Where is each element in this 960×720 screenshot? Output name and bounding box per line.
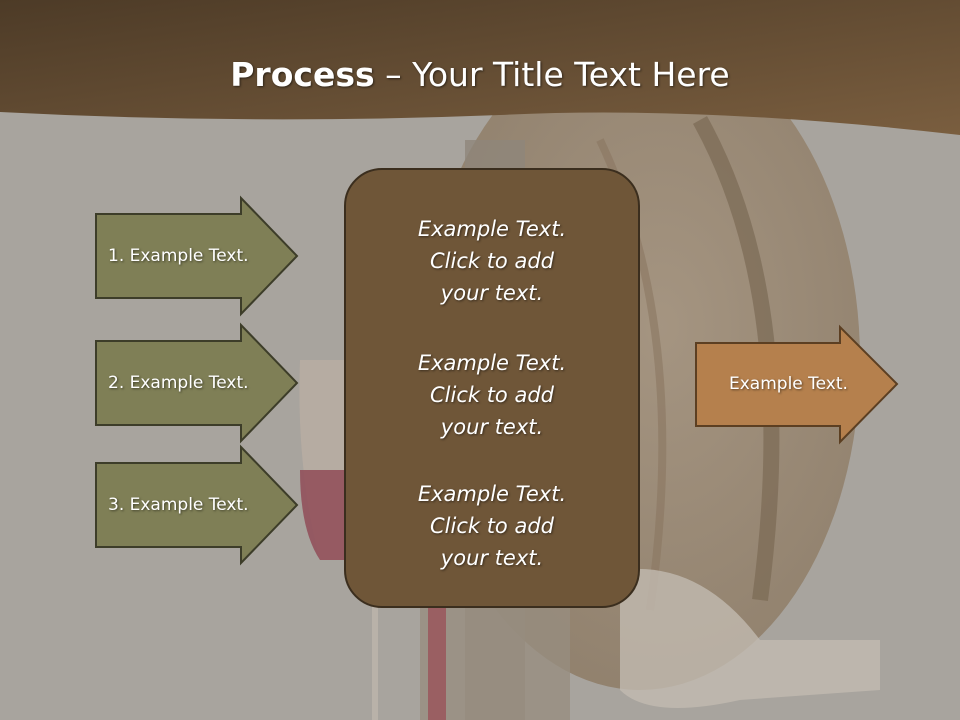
process-text-2-line1: Example Text. [417,351,567,375]
process-text-1-line1: Example Text. [417,217,567,241]
title-rest: – Your Title Text Here [374,55,730,94]
process-text-3-line2: Click to add [429,514,554,538]
input-arrow-1 [95,195,299,317]
process-text-2-line2: Click to add [429,383,554,407]
input-label-2: 2. Example Text. [108,373,249,393]
title-bold: Process [230,55,375,94]
input-arrow-2 [95,322,299,444]
process-text-3-line3: your text. [440,546,544,570]
process-text-1-line3: your text. [440,281,544,305]
output-label: Example Text. [729,374,848,394]
process-text-3: Example Text. Click to add your text. [344,478,640,574]
input-label-1: 1. Example Text. [108,246,249,266]
process-text-1: Example Text. Click to add your text. [344,213,640,309]
input-label-3: 3. Example Text. [108,495,249,515]
input-arrow-3 [95,444,299,566]
output-arrow [695,324,899,445]
process-text-2: Example Text. Click to add your text. [344,347,640,443]
process-text-2-line3: your text. [440,415,544,439]
process-text-1-line2: Click to add [429,249,554,273]
process-text-3-line1: Example Text. [417,482,567,506]
process-box [344,168,640,608]
slide-title: Process – Your Title Text Here [0,52,960,98]
